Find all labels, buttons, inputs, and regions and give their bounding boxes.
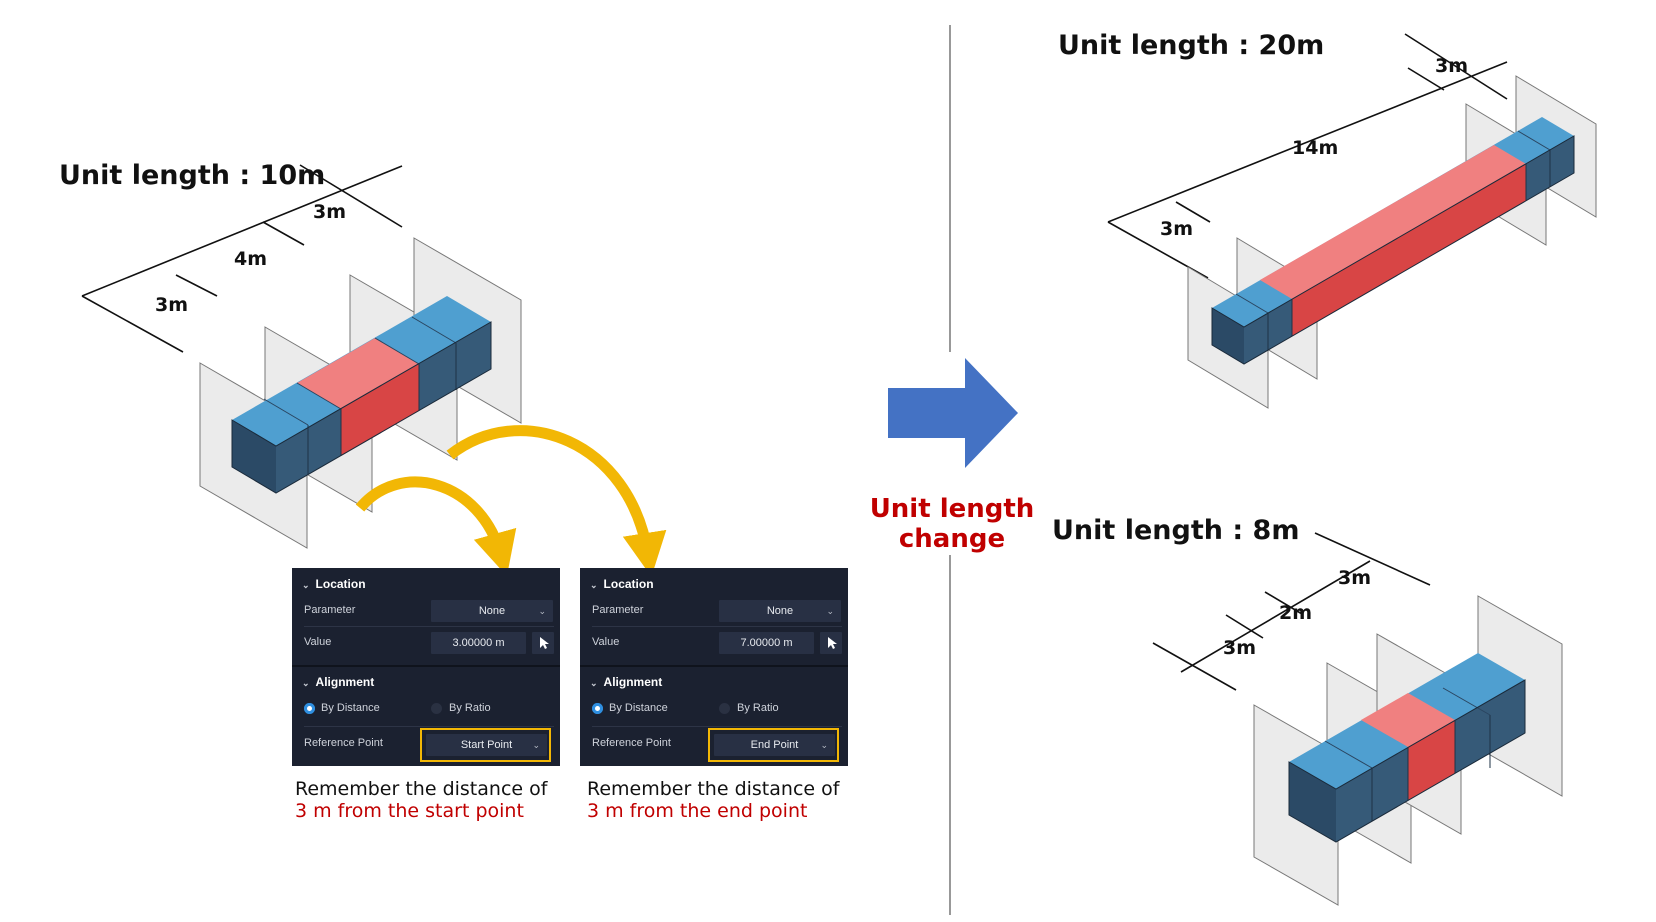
highlight-box xyxy=(708,728,839,762)
alignment-section-header[interactable]: ⌄ Alignment xyxy=(302,675,374,689)
chevron-down-icon: ⌄ xyxy=(820,740,828,750)
cursor-icon xyxy=(828,637,837,649)
parameter-label: Parameter xyxy=(592,604,644,616)
divider xyxy=(592,626,842,627)
dim-label: 3m xyxy=(313,201,347,223)
value-label: Value xyxy=(304,636,332,648)
chevron-down-icon: ⌄ xyxy=(302,678,310,688)
value-label: Value xyxy=(592,636,620,648)
dim-label: 3m xyxy=(1223,637,1257,659)
reference-point-value: Start Point xyxy=(460,739,513,751)
value-text: 7.00000 m xyxy=(740,637,793,649)
dim-label: 3m xyxy=(1435,55,1469,77)
parameter-value: None xyxy=(766,605,794,617)
value-input[interactable]: 7.00000 m xyxy=(719,632,814,654)
caption-line2: 3 m from the end point xyxy=(587,800,808,822)
chevron-down-icon: ⌄ xyxy=(532,740,540,750)
dim-label: 14m xyxy=(1292,137,1339,159)
chevron-down-icon: ⌄ xyxy=(826,606,834,616)
right-arrow-icon xyxy=(888,358,1018,468)
location-label: Location xyxy=(315,577,366,591)
properties-panel-end: ⌄ Location Parameter None ⌄ Value 7.00000 … xyxy=(580,568,848,766)
chevron-down-icon: ⌄ xyxy=(302,580,310,590)
divider xyxy=(592,726,842,727)
dim-label: 3m xyxy=(1160,218,1194,240)
parameter-select[interactable]: None ⌄ xyxy=(719,600,841,622)
bottom-right-title: Unit length : 8m xyxy=(1052,515,1300,546)
divider xyxy=(580,665,848,667)
by-ratio-radio[interactable] xyxy=(719,703,730,714)
properties-panel-start: ⌄ Location Parameter None ⌄ Value 3.00000 … xyxy=(292,568,560,766)
reference-point-select[interactable]: Start Point ⌄ xyxy=(426,734,547,756)
divider xyxy=(292,665,560,667)
center-label-line2: change xyxy=(898,524,1006,554)
caption-start: Remember the distance of 3 m from the st… xyxy=(295,778,547,822)
parameter-value: None xyxy=(478,605,506,617)
dim-label: 2m xyxy=(1279,602,1313,624)
reference-point-value: End Point xyxy=(750,739,799,751)
parameter-select[interactable]: None ⌄ xyxy=(431,600,553,622)
center-label-line1: Unit length xyxy=(869,494,1035,524)
by-ratio-label: By Ratio xyxy=(449,702,491,714)
reference-point-label: Reference Point xyxy=(592,737,671,749)
divider xyxy=(304,726,554,727)
unit-length-change-label: Unit length change xyxy=(862,494,1042,554)
left-beam-figure xyxy=(81,164,667,577)
caption-end: Remember the distance of 3 m from the en… xyxy=(587,778,839,822)
by-ratio-radio[interactable] xyxy=(431,703,442,714)
by-distance-radio[interactable] xyxy=(592,703,603,714)
value-input[interactable]: 3.00000 m xyxy=(431,632,526,654)
alignment-label: Alignment xyxy=(603,675,663,689)
reference-point-label: Reference Point xyxy=(304,737,383,749)
caption-line2: 3 m from the start point xyxy=(295,800,524,822)
by-ratio-label: By Ratio xyxy=(737,702,779,714)
pick-button[interactable] xyxy=(532,632,554,654)
by-distance-label: By Distance xyxy=(609,702,668,714)
parameter-label: Parameter xyxy=(304,604,356,616)
dim-label: 4m xyxy=(234,248,268,270)
left-title: Unit length : 10m xyxy=(59,160,326,191)
dim-label: 3m xyxy=(155,294,189,316)
bottom-right-beam-figure xyxy=(1152,532,1563,906)
top-right-title: Unit length : 20m xyxy=(1058,30,1325,61)
pick-button[interactable] xyxy=(820,632,842,654)
location-section-header[interactable]: ⌄ Location xyxy=(590,577,654,591)
by-distance-label: By Distance xyxy=(321,702,380,714)
divider xyxy=(304,626,554,627)
highlight-box xyxy=(420,728,551,762)
alignment-label: Alignment xyxy=(315,675,375,689)
location-label: Location xyxy=(603,577,654,591)
reference-point-select[interactable]: End Point ⌄ xyxy=(714,734,835,756)
chevron-down-icon: ⌄ xyxy=(538,606,546,616)
by-distance-radio[interactable] xyxy=(304,703,315,714)
location-section-header[interactable]: ⌄ Location xyxy=(302,577,366,591)
top-right-beam-figure xyxy=(1107,33,1597,409)
caption-line1: Remember the distance of xyxy=(587,778,840,800)
chevron-down-icon: ⌄ xyxy=(590,678,598,688)
caption-line1: Remember the distance of xyxy=(295,778,548,800)
chevron-down-icon: ⌄ xyxy=(590,580,598,590)
cursor-icon xyxy=(540,637,549,649)
dim-label: 3m xyxy=(1338,567,1372,589)
value-text: 3.00000 m xyxy=(452,637,505,649)
alignment-section-header[interactable]: ⌄ Alignment xyxy=(590,675,662,689)
